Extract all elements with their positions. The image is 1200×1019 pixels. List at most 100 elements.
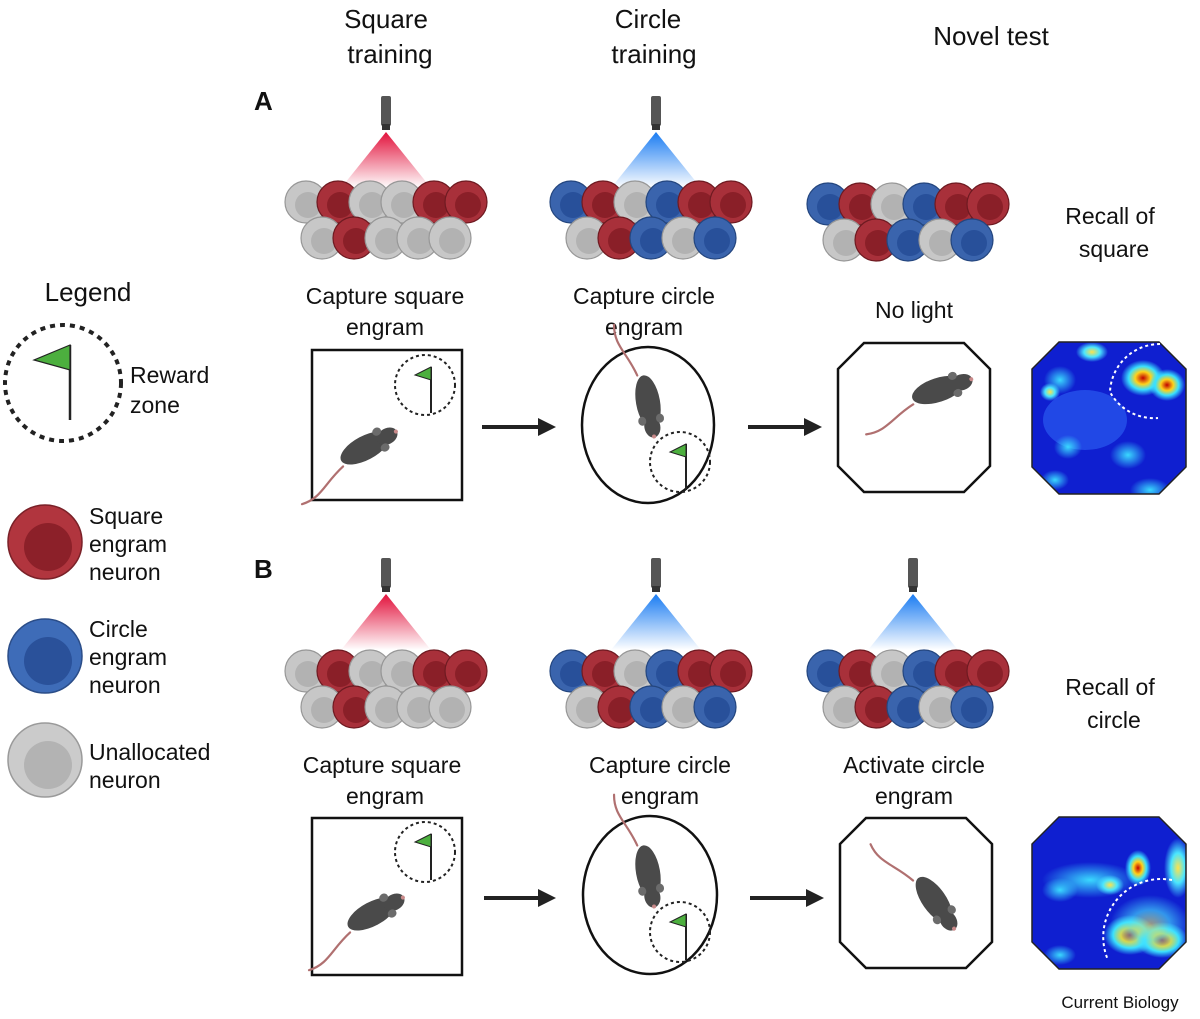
square-engram-neuron (966, 182, 1010, 226)
unallocated-neuron (396, 685, 440, 729)
unallocated-neuron (428, 685, 472, 729)
caption-b1-line2: engram (346, 783, 424, 809)
circle-engram-neuron (693, 685, 737, 729)
neuron-cluster-novel-test-b (806, 649, 1010, 729)
unallocated-neuron (565, 685, 609, 729)
unallocated-neuron (661, 216, 705, 260)
legend-unallocated-neuron-icon (7, 722, 83, 798)
caption-b1-line1: Capture square (303, 752, 462, 778)
square-engram-neuron (316, 649, 360, 693)
square-engram-neuron (838, 649, 882, 693)
square-engram-neuron (316, 180, 360, 224)
unallocated-neuron (918, 685, 962, 729)
legend-reward-line1: Reward (130, 362, 209, 388)
projector-blue-b1 (611, 558, 701, 650)
caption-a2-line2: engram (605, 314, 683, 340)
column-header-square-line2: training (347, 39, 432, 69)
column-header-circle-line2: training (611, 39, 696, 69)
legend-unallocated-line1: Unallocated (89, 739, 210, 765)
caption-b3-line1: Activate circle (843, 752, 985, 778)
square-engram-neuron (444, 649, 488, 693)
caption-a2-line1: Capture circle (573, 283, 715, 309)
unallocated-neuron (380, 180, 424, 224)
projector-blue-b2 (868, 558, 958, 650)
unallocated-neuron (661, 685, 705, 729)
unallocated-neuron (348, 180, 392, 224)
circle-engram-neuron (629, 216, 673, 260)
arrow-a1 (482, 418, 556, 436)
arrow-b1 (484, 889, 556, 907)
recall-b-line2: circle (1087, 707, 1141, 733)
unallocated-neuron (428, 216, 472, 260)
unallocated-neuron (822, 218, 866, 262)
unallocated-neuron (284, 649, 328, 693)
legend-square-line1: Square (89, 503, 163, 529)
square-engram-neuron (581, 180, 625, 224)
square-engram-neuron (581, 649, 625, 693)
square-engram-neuron (934, 182, 978, 226)
projector-blue-a (611, 96, 701, 188)
square-arena-b (292, 816, 464, 977)
journal-credit: Current Biology (1061, 993, 1179, 1012)
legend-square-engram-neuron-icon (7, 504, 83, 580)
legend-unallocated-line2: neuron (89, 767, 161, 793)
unallocated-neuron (822, 685, 866, 729)
neuron-cluster-square-training-a (284, 180, 488, 260)
circle-engram-neuron (693, 216, 737, 260)
square-engram-neuron (854, 685, 898, 729)
square-engram-neuron (332, 216, 376, 260)
legend-reward-zone-icon (3, 323, 123, 443)
projector-red-a (341, 96, 431, 188)
square-engram-neuron (677, 649, 721, 693)
legend-square-line3: neuron (89, 559, 161, 585)
recall-a-line2: square (1079, 236, 1149, 262)
square-engram-neuron (412, 180, 456, 224)
recall-b-line1: Recall of (1065, 674, 1155, 700)
legend-circle-line3: neuron (89, 672, 161, 698)
circle-engram-neuron (629, 685, 673, 729)
circle-engram-neuron (645, 180, 689, 224)
projector-red-b (341, 558, 431, 650)
legend-reward-line2: zone (130, 392, 180, 418)
circle-arena-a (580, 317, 716, 505)
caption-a1-line2: engram (346, 314, 424, 340)
square-engram-neuron (332, 685, 376, 729)
circle-engram-neuron (549, 649, 593, 693)
unallocated-neuron (613, 649, 657, 693)
caption-b3-line2: engram (875, 783, 953, 809)
unallocated-neuron (870, 182, 914, 226)
circle-engram-neuron (806, 649, 850, 693)
panel-label-a: A (254, 86, 273, 116)
column-header-novel: Novel test (933, 21, 1049, 51)
caption-a1-line1: Capture square (306, 283, 465, 309)
unallocated-neuron (300, 685, 344, 729)
square-engram-neuron (709, 180, 753, 224)
legend-circle-line1: Circle (89, 616, 148, 642)
neuron-cluster-circle-training-a (549, 180, 753, 260)
circle-engram-neuron (902, 182, 946, 226)
arrow-a2 (748, 418, 822, 436)
unallocated-neuron (364, 685, 408, 729)
circle-engram-neuron (950, 685, 994, 729)
circle-engram-neuron (950, 218, 994, 262)
square-engram-neuron (677, 180, 721, 224)
square-engram-neuron (597, 685, 641, 729)
recall-a-line1: Recall of (1065, 203, 1155, 229)
octagon-arena-b (838, 816, 994, 970)
legend-square-line2: engram (89, 531, 167, 557)
unallocated-neuron (284, 180, 328, 224)
circle-engram-neuron (806, 182, 850, 226)
square-engram-neuron (709, 649, 753, 693)
square-engram-neuron (854, 218, 898, 262)
square-engram-neuron (444, 180, 488, 224)
circle-engram-neuron (549, 180, 593, 224)
column-header-square-line1: Square (344, 4, 428, 34)
heatmap-a (1031, 341, 1187, 495)
legend-circle-engram-neuron-icon (7, 618, 83, 694)
square-engram-neuron (597, 216, 641, 260)
caption-b2-line2: engram (621, 783, 699, 809)
unallocated-neuron (364, 216, 408, 260)
legend-title: Legend (45, 277, 132, 307)
neuron-cluster-novel-test-a (806, 182, 1010, 262)
